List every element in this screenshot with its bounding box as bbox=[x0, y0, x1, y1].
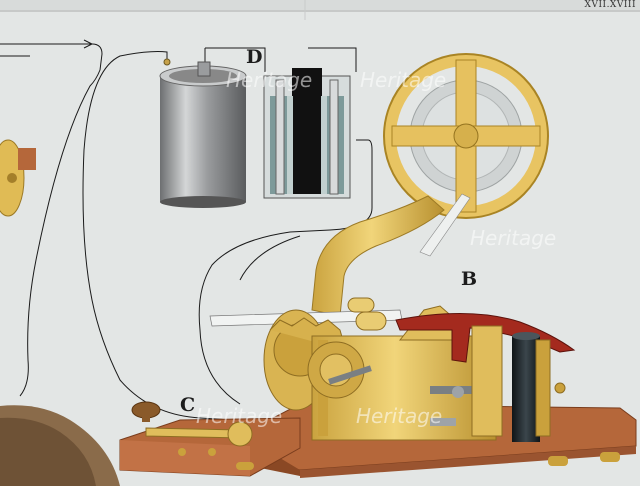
receiver-body bbox=[263, 297, 497, 441]
plate-number: XVII.XVIII bbox=[584, 0, 636, 10]
label-battery: D bbox=[246, 46, 263, 68]
earth-ground bbox=[0, 405, 120, 486]
telegraph-key bbox=[119, 401, 301, 477]
tape-wheel bbox=[383, 53, 549, 219]
label-key: C bbox=[180, 394, 196, 416]
electromagnet bbox=[471, 325, 620, 466]
label-receiver: B bbox=[461, 268, 478, 290]
battery-cross-section bbox=[263, 68, 351, 199]
battery-cell bbox=[159, 58, 247, 208]
left-edge-device bbox=[0, 139, 36, 217]
